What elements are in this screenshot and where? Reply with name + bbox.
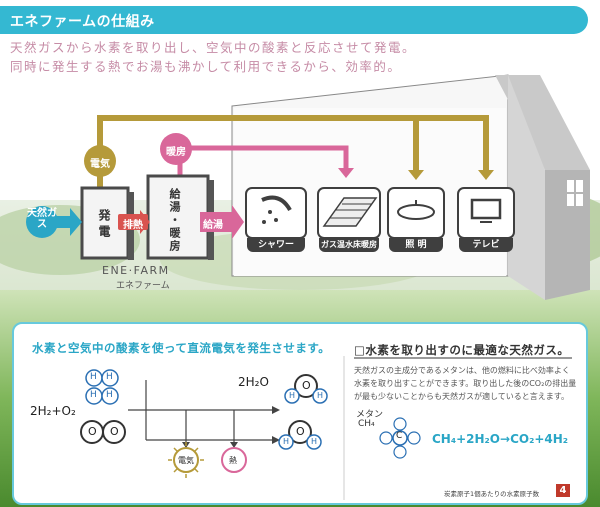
gas-label: 天然ガス — [27, 208, 57, 230]
h-atom-label-5: H — [289, 391, 296, 400]
h-atom-label-1: H — [90, 372, 97, 382]
h-atom-label-8: H — [311, 437, 318, 446]
intro-text: 天然ガスから水素を取り出し、空気中の酸素と反応させて発電。 同時に発生する熱でお… — [10, 38, 450, 76]
electricity-label: 電気 — [90, 159, 110, 170]
header-bar: エネファームの仕組み — [0, 6, 588, 34]
brand-subtitle: エネファーム — [116, 281, 170, 291]
panel-right-description: 天然ガスの主成分であるメタンは、他の燃料に比べ効率よく 水素を取り出すことができ… — [354, 364, 580, 403]
reforming-equation: CH₄+2H₂O→CO₂+4H₂ — [432, 432, 569, 446]
panel-left-title: 水素と空気中の酸素を使って直流電気を発生させます。 — [32, 341, 331, 355]
heating-arrow — [338, 168, 354, 178]
electricity-arrow-tv — [478, 170, 494, 180]
o-atom-label-4: O — [296, 425, 305, 438]
methane-formula: CH₄ — [358, 419, 375, 429]
electricity-output-label: 電気 — [178, 456, 194, 465]
floor-heating-icon — [322, 197, 378, 227]
c-atom-label: C — [396, 431, 403, 441]
water-molecule-2 — [278, 420, 322, 450]
product-arrow-1 — [272, 406, 280, 414]
brand-logo: ENE·FARM — [102, 264, 170, 277]
appliance-label-tv: テレビ — [459, 238, 513, 252]
electricity-badge — [84, 145, 116, 177]
reactant-formula: 2H₂+O₂ — [30, 404, 76, 418]
footnote: 炭素原子1個あたりの水素原子数 — [444, 490, 540, 498]
hydrogen-molecules — [85, 369, 119, 405]
h-atom-label-7: H — [283, 437, 290, 446]
o-atom-label-3: O — [302, 379, 311, 392]
water-molecule-1 — [284, 374, 328, 404]
appliance-floor-heating — [317, 187, 381, 239]
heat-output-arrow — [230, 442, 238, 448]
electricity-output-icon — [173, 447, 199, 473]
appliance-shower — [245, 187, 307, 239]
appliance-lighting — [387, 187, 445, 239]
intro-line-1: 天然ガスから水素を取り出し、空気中の酸素と反応させて発電。 — [10, 40, 417, 55]
electricity-rays — [168, 442, 204, 478]
product-formula: 2H₂O — [238, 375, 269, 389]
heat-output-label: 熱 — [229, 456, 237, 465]
gas-badge — [26, 206, 58, 238]
methane-label: メタン — [356, 410, 384, 420]
panel-right-title-text: 水素を取り出すのに最適な天然ガス。 — [365, 343, 570, 357]
desc-line-3: が最も少ないことからも天然ガスが適していると言えます。 — [354, 392, 569, 401]
footnote-number: 4 — [556, 484, 570, 497]
methane-molecule — [379, 417, 421, 459]
h-atom-label-6: H — [317, 391, 324, 400]
product-arrow-2 — [272, 436, 280, 444]
h-atom-label-3: H — [90, 390, 97, 400]
page-title: エネファームの仕組み — [10, 14, 155, 30]
info-panel — [12, 322, 588, 505]
h-atom-label-2: H — [106, 372, 113, 382]
h-atom-label-4: H — [106, 390, 113, 400]
electricity-arrow-lighting — [408, 170, 424, 180]
appliance-label-lighting: 照 明 — [389, 238, 443, 252]
tv-icon — [470, 198, 502, 220]
appliance-tv — [457, 187, 515, 239]
generation-unit-label: 発電 — [97, 209, 111, 241]
oxygen-molecule — [80, 420, 126, 444]
heat-output-icon — [221, 447, 247, 473]
shower-icon — [261, 195, 292, 212]
reaction-arrows — [128, 380, 272, 444]
panel-right-title: □水素を取り出すのに最適な天然ガス。 — [354, 343, 570, 357]
exhaust-heat-label: 排熱 — [123, 220, 143, 231]
appliance-label-shower: シャワー — [247, 238, 305, 252]
heating-badge — [160, 133, 192, 165]
exhaust-badge — [118, 214, 148, 230]
hot-water-arrow — [200, 205, 244, 239]
house-roof — [495, 75, 590, 170]
desc-line-2: 水素を取り出すことができます。取り出した後のCO₂の排出量 — [354, 379, 577, 388]
supply-unit-label: 給湯・暖房 — [168, 187, 181, 253]
heating-label: 暖房 — [166, 147, 186, 158]
intro-line-2: 同時に発生する熱でお湯も沸かして利用できるから、効率的。 — [10, 59, 402, 74]
appliance-label-floor-heating: ガス温水床暖房 — [319, 238, 379, 252]
o-atom-label-2: O — [110, 425, 119, 438]
o-atom-label-1: O — [88, 425, 97, 438]
desc-line-1: 天然ガスの主成分であるメタンは、他の燃料に比べ効率よく — [354, 366, 570, 375]
house-gable — [508, 75, 545, 300]
house-window — [567, 180, 583, 206]
supply-unit — [146, 174, 210, 260]
hot-water-label: 給湯 — [203, 220, 223, 231]
